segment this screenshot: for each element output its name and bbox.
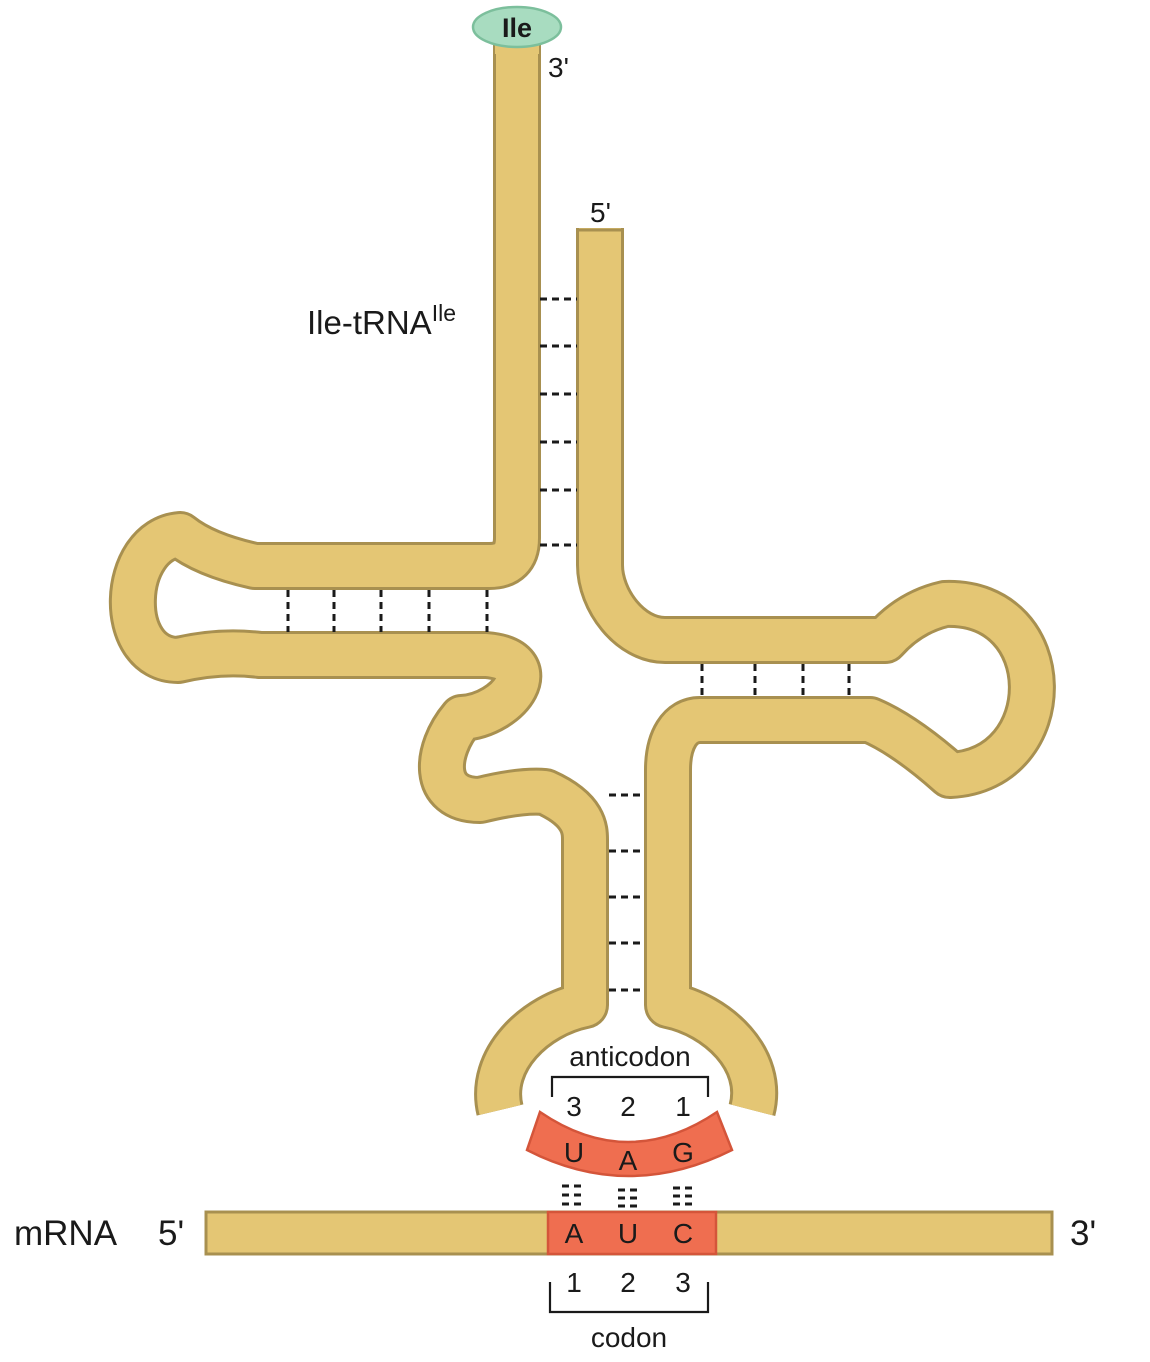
trna-3prime-label: 3': [548, 52, 569, 83]
anticodon-base: A: [619, 1145, 638, 1176]
base-pair-bond: [618, 1188, 640, 1208]
trna-strand-5prime: [579, 228, 1053, 1116]
trna-name-label: Ile-tRNAIle: [307, 300, 456, 341]
anticodon-position: 2: [620, 1091, 636, 1122]
mrna-3prime-label: 3': [1070, 1214, 1096, 1253]
anticodon-base: G: [672, 1137, 694, 1168]
codon-position: 1: [566, 1267, 582, 1298]
anticodon-position: 1: [675, 1091, 691, 1122]
codon-bracket: [548, 1282, 710, 1314]
codon-base: C: [673, 1218, 693, 1249]
amino-acid-label: Ile: [502, 13, 532, 43]
base-pair-bond: [562, 1184, 584, 1206]
anticodon-position: 3: [566, 1091, 582, 1122]
trna-backbone: [108, 42, 1056, 1117]
mrna-label: mRNA: [14, 1214, 118, 1253]
anticodon-band: [525, 1110, 734, 1178]
codon-label: codon: [591, 1322, 667, 1353]
codon-base: U: [618, 1218, 638, 1249]
codon-anticodon-bonds: [562, 1184, 695, 1208]
trna-3prime-end-cap: [495, 44, 539, 54]
trna-name: Ile-tRNA: [307, 304, 432, 341]
trna-5prime-label: 5': [590, 197, 611, 228]
base-pair-bond: [673, 1186, 695, 1206]
anticodon-bracket: [550, 1075, 710, 1097]
codon-highlight: [546, 1210, 718, 1256]
mrna-strand: [204, 1210, 1054, 1256]
amino-acid-ellipse: [471, 5, 563, 49]
anticodon-base: U: [564, 1137, 584, 1168]
codon-position: 2: [620, 1267, 636, 1298]
stem-bonds: [286, 297, 851, 992]
codon-position: 3: [675, 1267, 691, 1298]
anticodon-label: anticodon: [569, 1041, 690, 1072]
codon-base: A: [565, 1218, 584, 1249]
trna-superscript: Ile: [432, 300, 456, 326]
mrna-5prime-label: 5': [158, 1214, 184, 1253]
trna-strand-3prime: [111, 42, 606, 1115]
